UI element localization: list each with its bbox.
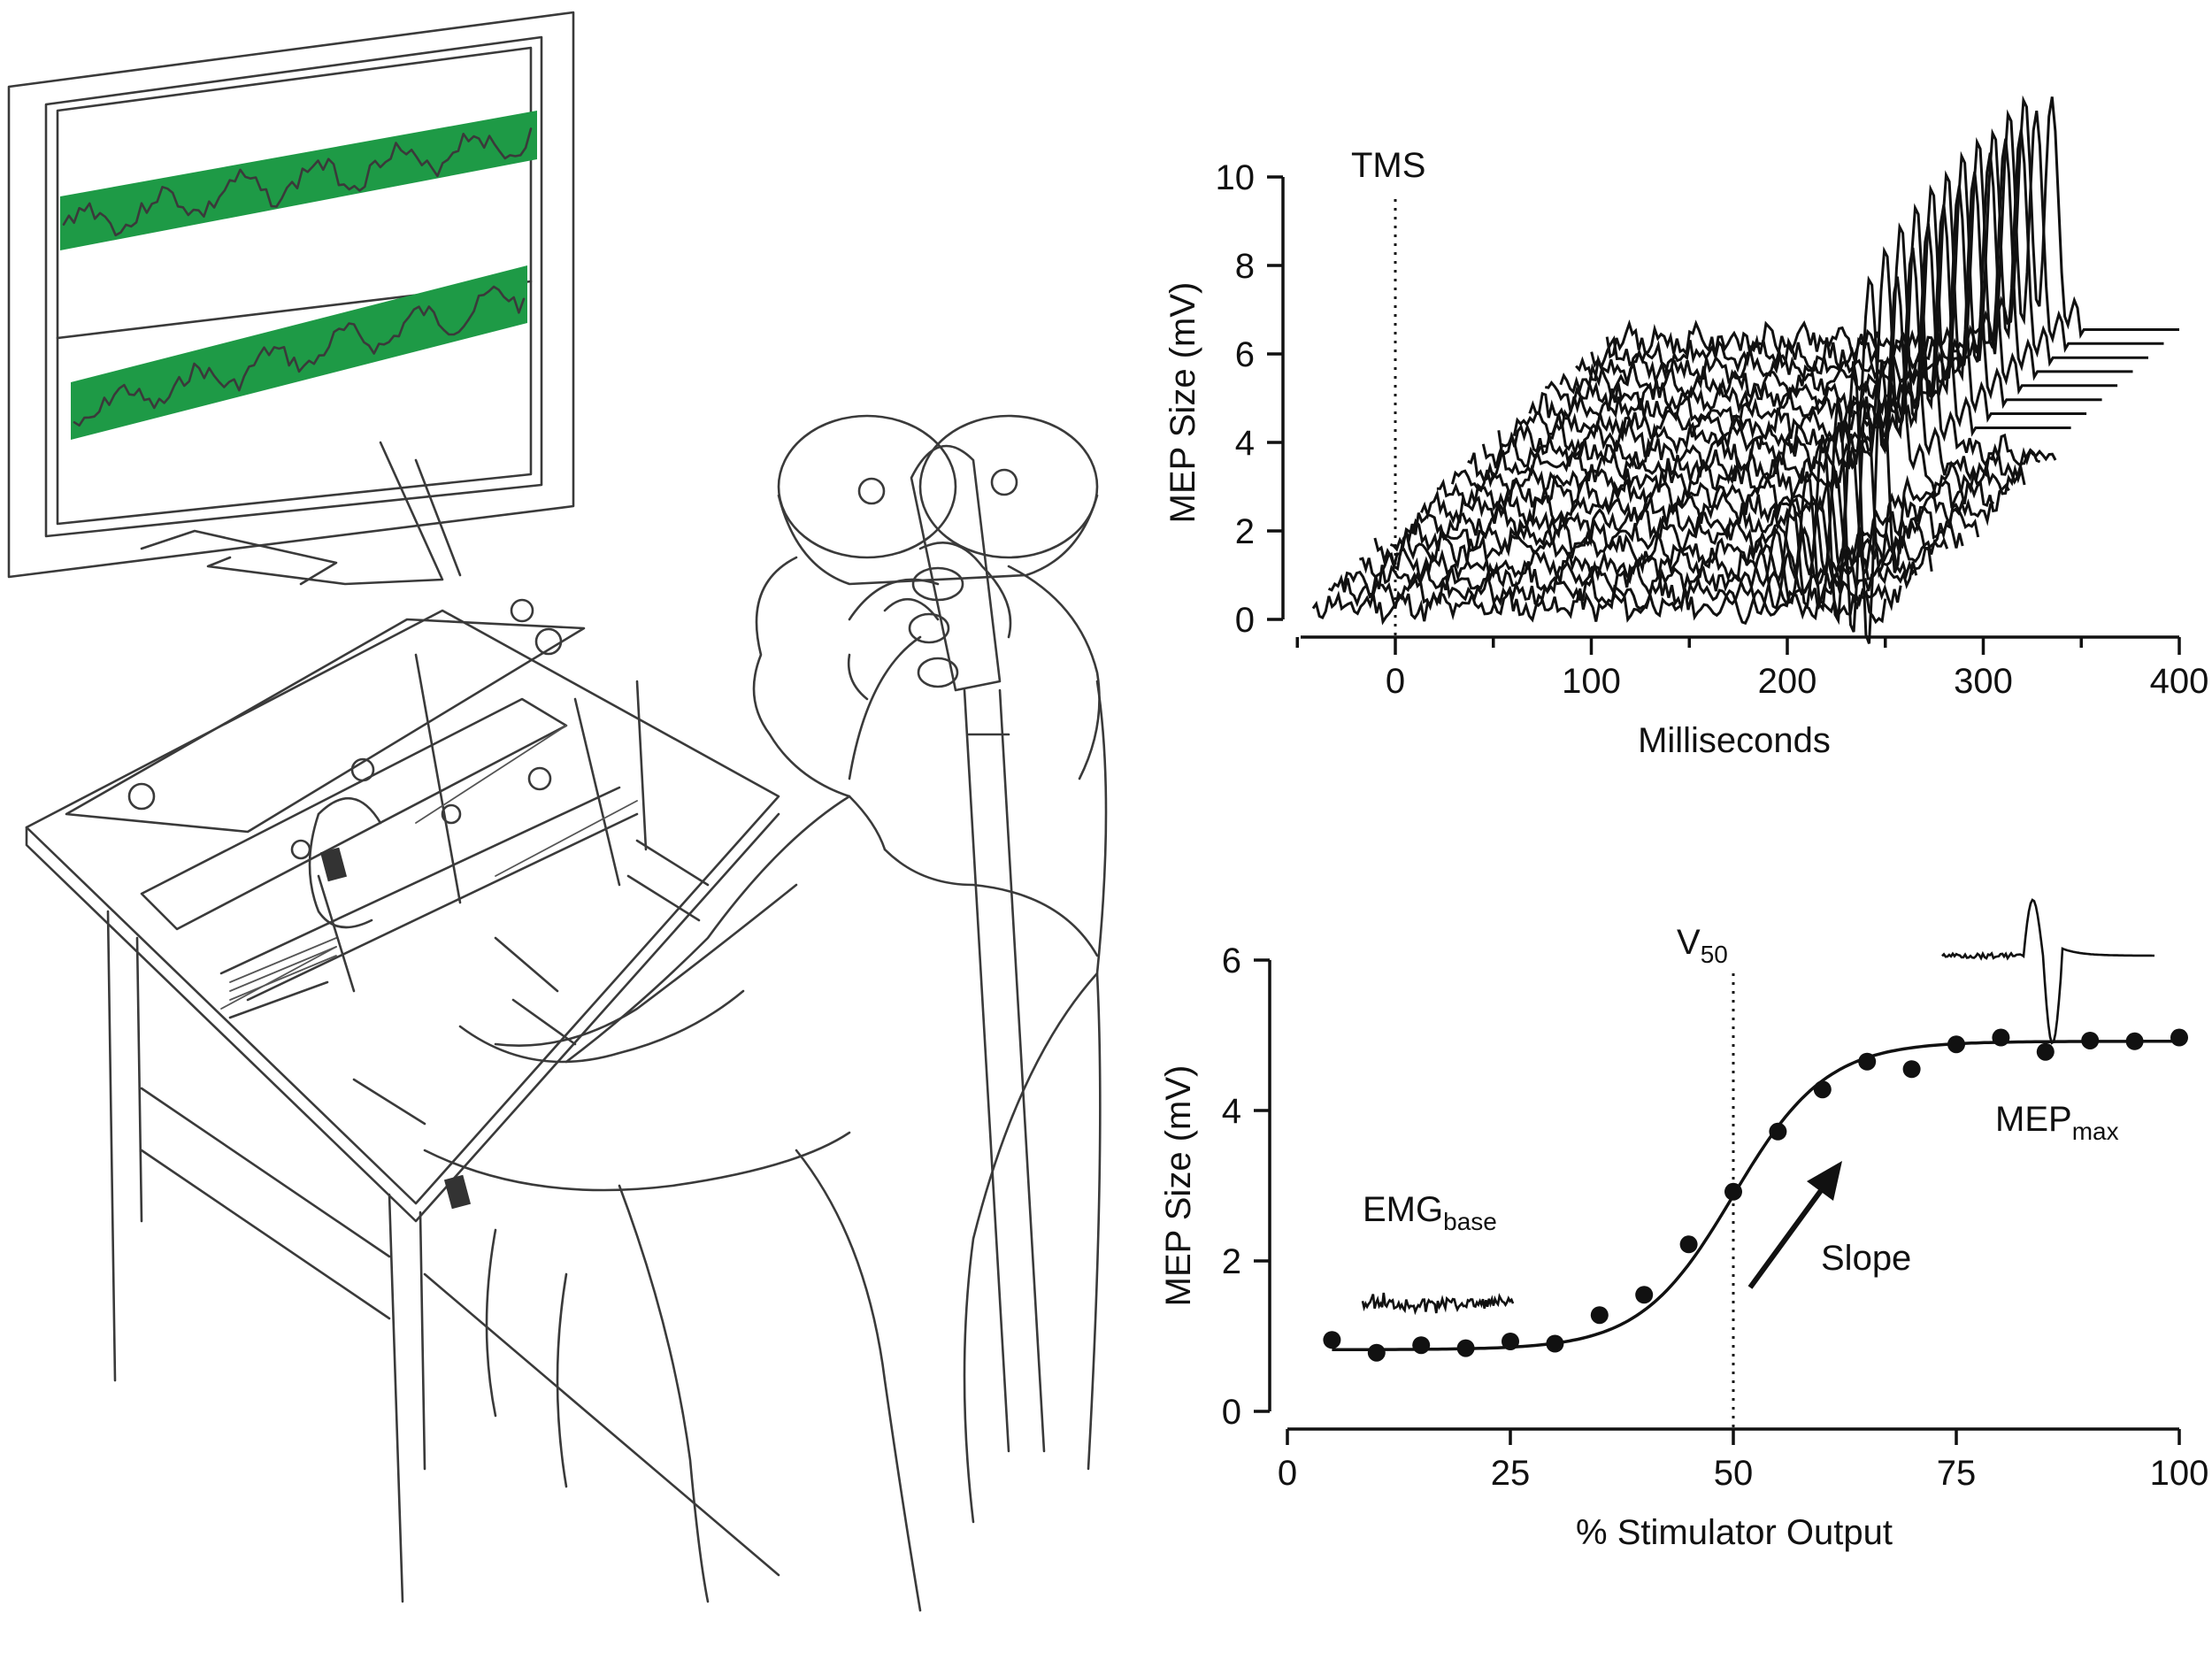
data-point [1679,1235,1698,1254]
monitor-illustration [7,11,575,586]
emg-base-trace [1361,1292,1515,1316]
mep-trace [1327,570,1902,616]
data-point [1590,1306,1609,1325]
data-point [2081,1031,2100,1049]
recruitment-y-tick-label: 2 [1222,1242,1241,1281]
data-point [1992,1028,2010,1047]
emg-base-annotation: EMGbase [1363,1190,1497,1235]
recruitment-x-tick-label: 0 [1278,1454,1297,1493]
data-point [1947,1035,1965,1054]
emg-band-bottom [71,265,527,440]
mep-max-trace [1941,898,2154,1045]
recruitment-x-axis-title: % Stimulator Output [1576,1513,1893,1552]
data-point [1502,1332,1519,1350]
data-point [1858,1052,1877,1071]
waterfall-x-axis-title: Milliseconds [1638,721,1831,760]
mep-trace [1358,526,1933,605]
data-point [2125,1032,2144,1050]
mep-trace [1389,470,1964,612]
waterfall-y-tick-label: 4 [1235,424,1255,463]
waterfall-y-axis-title: MEP Size (mV) [1164,282,1202,524]
recruitment-x-tick-label: 50 [1714,1454,1754,1493]
mep-traces [1311,95,2179,644]
data-point [1724,1182,1742,1201]
mep-trace [1450,275,2026,503]
waterfall-y-tick-label: 8 [1235,247,1255,286]
recruitment-y-tick-label: 0 [1222,1393,1241,1432]
data-point [1412,1336,1431,1355]
waterfall-y-tick-label: 10 [1216,158,1256,197]
recruitment-y-tick-label: 4 [1222,1092,1241,1131]
mep-trace [1528,170,2102,431]
tms-setup-illustration [7,11,1108,1612]
recruitment-y-axis-title: MEP Size (mV) [1159,1065,1198,1307]
data-point [1456,1339,1475,1357]
data-point [2170,1028,2188,1047]
mep-trace [1545,150,2118,416]
recruitment-x-tick-label: 25 [1491,1454,1531,1493]
mep-trace [1342,548,1918,611]
mep-trace [1404,433,1980,626]
mep-trace [1420,396,1995,633]
waterfall-x-tick-label: 100 [1562,662,1621,701]
waterfall-x-tick-label: 300 [1954,662,2013,701]
recruitment-axes: 0 2 4 6 0 25 50 75 100 [1222,941,2209,1493]
data-point [1769,1122,1787,1141]
waterfall-x-tick-label: 200 [1758,662,1817,701]
recruitment-x-tick-label: 75 [1937,1454,1977,1493]
waterfall-x-tick-label: 0 [1386,662,1405,701]
data-point [1813,1080,1832,1099]
data-point [1902,1060,1921,1079]
slope-arrow [1747,1161,1842,1289]
mep-trace [1436,359,2010,644]
manipulandum-apparatus [25,598,780,1603]
data-point [1367,1343,1386,1362]
sigmoid-fit-line [1332,1040,2179,1351]
waterfall-y-tick-label: 6 [1235,335,1255,374]
tms-annotation: TMS [1351,146,1425,185]
data-point [1546,1334,1564,1353]
recruitment-x-tick-label: 100 [2150,1454,2209,1493]
mep-max-annotation: MEPmax [1995,1100,2119,1145]
data-point [1635,1286,1654,1304]
waterfall-y-tick-label: 2 [1235,512,1255,551]
recruitment-y-tick-label: 6 [1222,941,1241,980]
mep-trace [1481,222,2057,472]
v50-annotation: V50 [1677,923,1728,968]
slope-annotation: Slope [1821,1239,1911,1278]
participant-figure [308,414,1108,1612]
mep-trace [1467,246,2041,485]
recruitment-points [1323,1028,2188,1362]
data-point [2036,1042,2055,1061]
mep-trace [1311,586,1887,626]
mep-trace [1373,495,1949,609]
waterfall-x-tick-label: 400 [2150,662,2209,701]
waterfall-y-tick-label: 0 [1235,601,1255,640]
data-point [1323,1331,1341,1349]
